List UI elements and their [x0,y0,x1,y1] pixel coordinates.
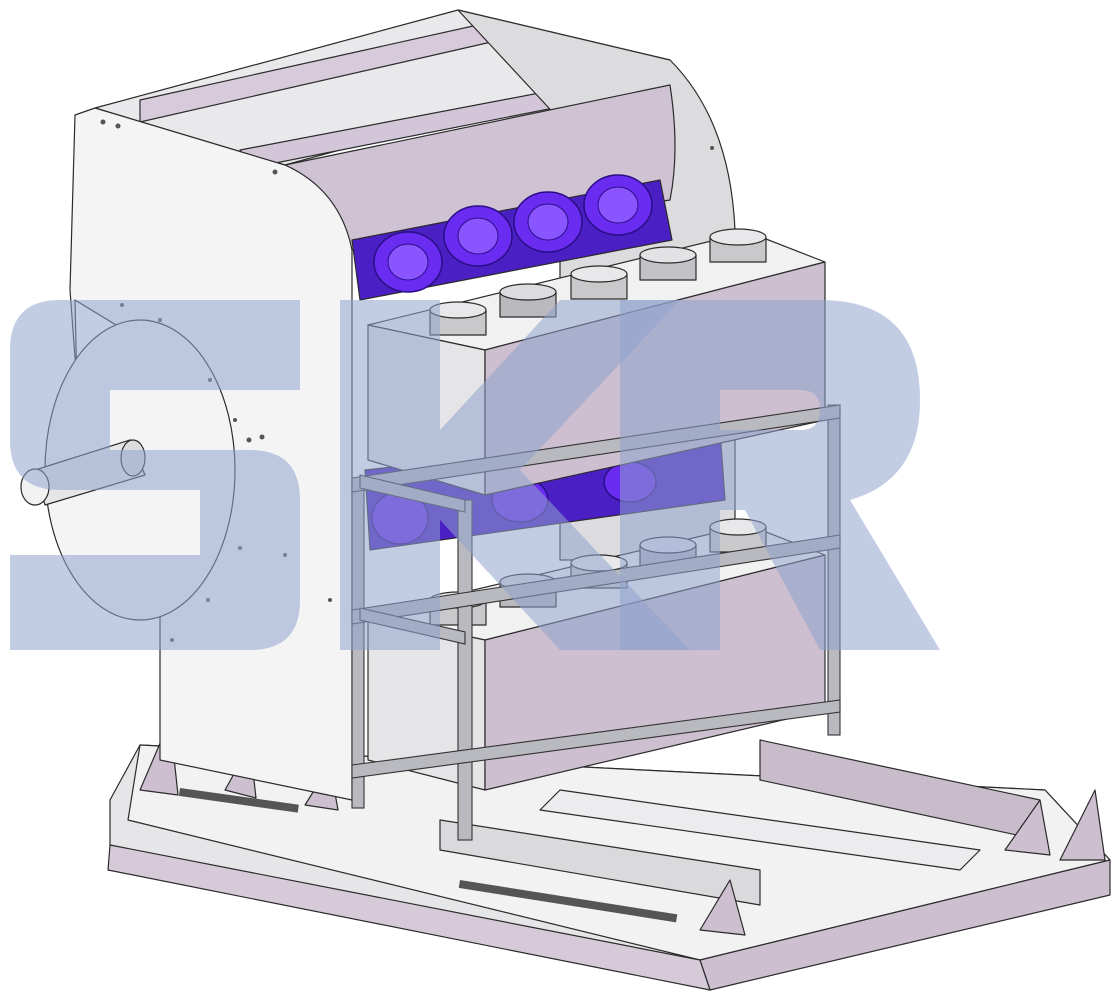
fan-2 [443,205,513,267]
base-skid [107,719,1111,991]
watermark [10,300,940,650]
cup-4 [639,246,697,281]
fan-row-upper [351,174,673,301]
upper-cups [429,228,767,336]
watermark-letter-k [340,300,690,650]
watermark-letter-r [620,300,940,650]
watermark-letter-s [10,300,300,650]
fan-3 [513,191,583,253]
fan-4 [583,174,653,236]
cup-3 [570,265,628,300]
cup-2 [499,283,557,318]
fan-1 [373,231,443,293]
cup-5 [709,228,767,263]
